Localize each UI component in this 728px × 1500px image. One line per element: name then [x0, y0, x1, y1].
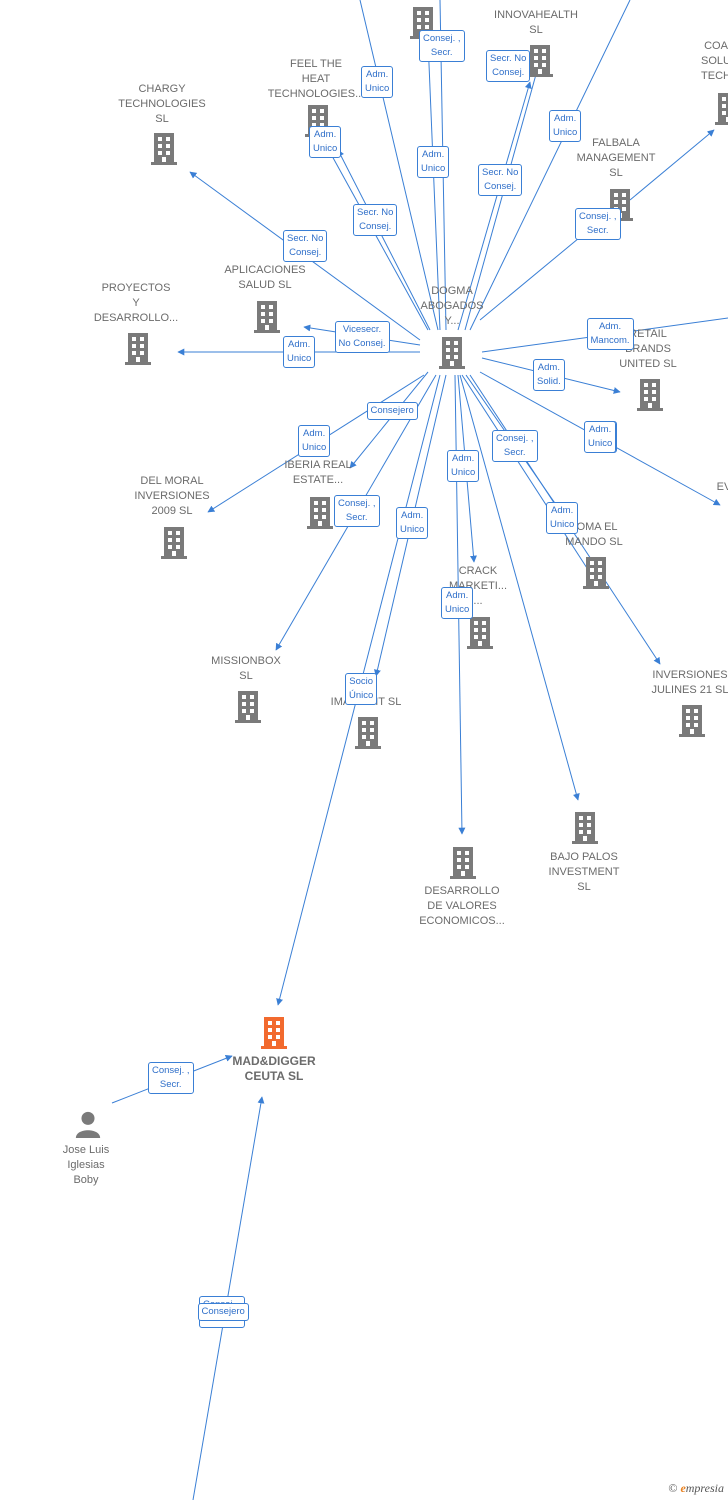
role-badge-dogma-proyectos: Adm. Unico	[283, 336, 316, 368]
building-icon-aplic[interactable]	[254, 301, 280, 333]
building-icon-dogma[interactable]	[439, 337, 465, 369]
role-badge-falbala-coa: Consej. , Secr.	[575, 208, 621, 240]
role-badge-dogma-innova: Secr. No Consej.	[486, 50, 531, 82]
node-label-delmoral[interactable]: DEL MORAL INVERSIONES 2009 SL	[134, 475, 210, 517]
role-badge-dogma-top3: Adm. Unico	[361, 66, 394, 98]
brand-logo-text: mpresia	[685, 1481, 724, 1495]
building-icon-missionbox[interactable]	[235, 691, 261, 723]
building-icon-innova[interactable]	[527, 45, 553, 77]
node-label-lomael[interactable]: LOMA EL MANDO SL	[565, 521, 623, 548]
node-label-innova[interactable]: INNOVAHEALTH SL	[494, 9, 578, 36]
node-label-aplic[interactable]: APLICACIONES SALUD SL	[224, 264, 306, 291]
node-label-julines[interactable]: INVERSIONES JULINES 21 SL	[651, 669, 728, 696]
edge-dogma-feel	[337, 149, 431, 331]
node-label-dogma[interactable]: DOGMA ABOGADOS Y...	[420, 285, 484, 327]
building-icon-iberia[interactable]	[307, 497, 333, 529]
building-icon-proyectos[interactable]	[125, 333, 151, 365]
role-badge-bottom-mad: Consejero	[197, 1303, 249, 1321]
person-icon-jose[interactable]	[75, 1111, 101, 1138]
role-badge-dogma-feel: Adm. Unico	[309, 126, 342, 158]
copyright-symbol: ©	[668, 1481, 678, 1495]
role-badge-dogma-desvalores: Socio Único	[345, 673, 378, 705]
edge-falbala-coa	[629, 129, 715, 201]
role-badge-dogma-crack: Adm. Unico	[447, 450, 480, 482]
node-label-missionbox[interactable]: MISSIONBOX SL	[211, 655, 281, 682]
building-icon-julines[interactable]	[679, 705, 705, 737]
building-icon-mad[interactable]	[261, 1017, 287, 1049]
role-badge-dogma-rightedge: Adm. Mancom.	[586, 318, 634, 350]
role-badge-dogma-top4: Adm. Unico	[417, 146, 450, 178]
edge-dogma-top1	[424, 39, 441, 331]
role-badge-dogma-missionbox: Consej. , Secr.	[334, 495, 380, 527]
role-badge-dogma-falbala: Adm. Unico	[549, 110, 582, 142]
building-icon-imagemit[interactable]	[355, 717, 381, 749]
role-badge-dogma-delmoral: Adm. Unico	[298, 425, 331, 457]
node-label-chargy[interactable]: CHARGY TECHNOLOGIES SL	[118, 83, 206, 125]
role-badge-dogma-bajopalos: Adm. Unico	[441, 587, 474, 619]
node-label-jose[interactable]: Jose Luis Iglesias Boby	[62, 1144, 110, 1186]
node-label-crack[interactable]: CRACK MARKETI... ...	[448, 565, 508, 607]
role-badge-dogma-iberia: Consejero	[366, 402, 418, 420]
role-badge-dogma-innova: Secr. No Consej.	[478, 164, 523, 196]
building-icon-bajopalos[interactable]	[572, 812, 598, 844]
building-icon-desvalores[interactable]	[450, 847, 476, 879]
edge-dogma-innova	[457, 81, 532, 331]
node-label-proyectos[interactable]: PROYECTOS Y DESARROLLO...	[93, 282, 179, 324]
node-label-coa[interactable]: COA SOLU TECH	[701, 40, 728, 82]
edge-dogma-top4	[469, 0, 631, 331]
node-label-falbala[interactable]: FALBALA MANAGEMENT SL	[576, 137, 656, 179]
building-icon-coa[interactable]	[715, 93, 728, 125]
building-icon-lomael[interactable]	[583, 557, 609, 589]
role-badge-dogma-lomael: Adm. Unico	[546, 502, 579, 534]
role-badge-dogma-chargy: Secr. No Consej.	[283, 230, 328, 262]
role-badge-dogma-imagemit: Adm. Unico	[396, 507, 429, 539]
role-badge-dogma-julines: Adm. Unico	[584, 421, 617, 453]
role-badge-dogma-mad: Consej. , Secr.	[148, 1062, 194, 1094]
brand-logo-initial: e	[680, 1481, 686, 1495]
role-badge-dogma-lomael: Consej. , Secr.	[492, 430, 538, 462]
edge-dogma-iberia	[349, 371, 429, 469]
node-label-mad[interactable]: MAD&DIGGER CEUTA SL	[232, 1054, 316, 1083]
node-label-feel[interactable]: FEEL THE HEAT TECHNOLOGIES...	[267, 58, 365, 100]
empresia-watermark: © empresia	[668, 1481, 724, 1496]
edge-dogma-bajopalos	[459, 374, 580, 801]
node-label-desvalores[interactable]: DESARROLLO DE VALORES ECONOMICOS...	[419, 885, 505, 927]
node-label-ev[interactable]: EV	[716, 481, 728, 493]
node-label-bajopalos[interactable]: BAJO PALOS INVESTMENT SL	[548, 851, 620, 893]
role-badge-dogma-aplic: Vicesecr. No Consej.	[334, 321, 390, 353]
edge-dogma-feel	[325, 144, 429, 331]
edge-dogma-lomael	[461, 374, 597, 583]
role-badge-dogma-feel: Secr. No Consej.	[353, 204, 398, 236]
edge-dogma-top3	[359, 0, 439, 331]
role-badge-dogma-top1: Consej. , Secr.	[419, 30, 465, 62]
building-icon-retail[interactable]	[637, 379, 663, 411]
building-icon-delmoral[interactable]	[161, 527, 187, 559]
edge-layer	[111, 0, 728, 1500]
building-icon-chargy[interactable]	[151, 133, 177, 165]
role-badge-dogma-retail: Adm. Solid.	[533, 359, 565, 391]
building-icon-crack[interactable]	[467, 617, 493, 649]
node-label-retail[interactable]: RETAIL BRANDS UNITED SL	[619, 328, 677, 370]
